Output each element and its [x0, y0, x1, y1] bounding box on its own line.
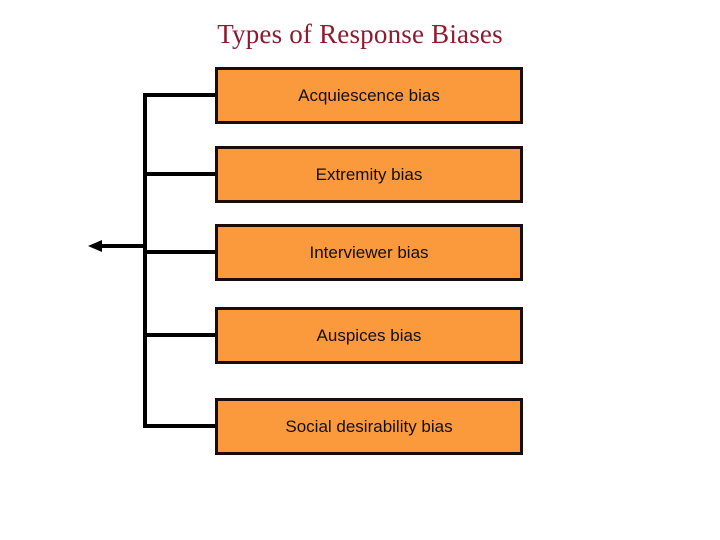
page-title: Types of Response Biases — [217, 19, 503, 49]
bias-box-label: Interviewer bias — [309, 242, 429, 262]
bias-box-label: Acquiescence bias — [298, 85, 440, 105]
bias-box-label: Auspices bias — [316, 325, 422, 345]
bias-box-auspices[interactable]: Auspices bias — [215, 307, 523, 364]
left-arrow-icon — [88, 240, 102, 252]
bias-box-label: Extremity bias — [315, 164, 423, 184]
bias-box-acquiescence[interactable]: Acquiescence bias — [215, 67, 523, 124]
bias-box-label: Social desirability bias — [285, 416, 453, 436]
bias-box-interviewer[interactable]: Interviewer bias — [215, 224, 523, 281]
bias-box-extremity[interactable]: Extremity bias — [215, 146, 523, 203]
bias-box-social-desirability[interactable]: Social desirability bias — [215, 398, 523, 455]
